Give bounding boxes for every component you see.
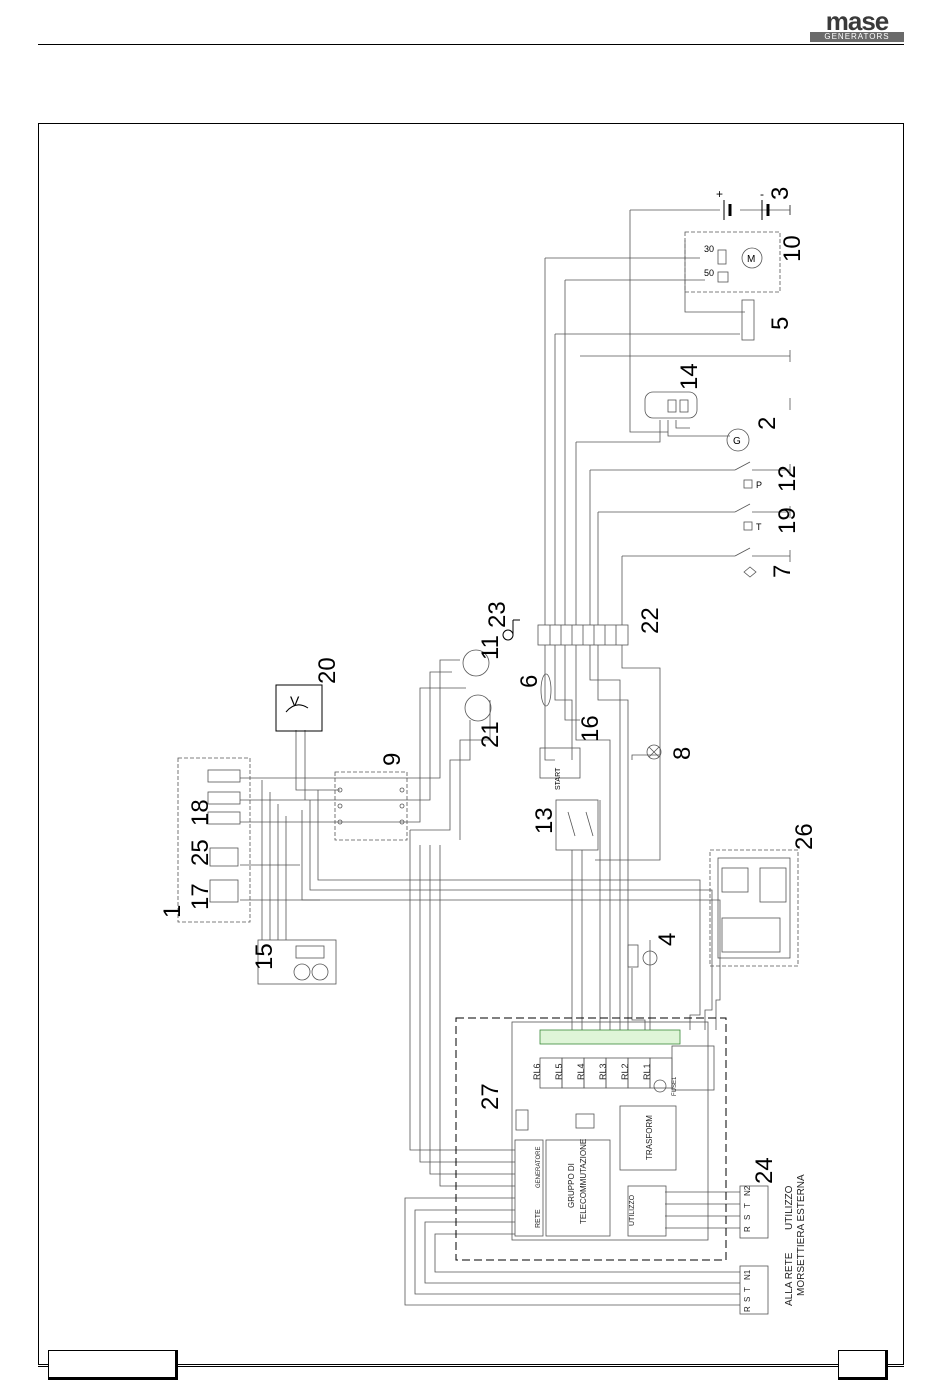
terminal-s-in: S: [743, 1297, 752, 1302]
callout-8: 8: [669, 747, 696, 760]
terminal-t-in: T: [743, 1287, 752, 1292]
callout-24: 24: [751, 1157, 778, 1184]
callout-20: 20: [314, 657, 341, 684]
callout-15: 15: [251, 943, 278, 970]
circuit-breaker-9: [335, 772, 407, 840]
starter-terminal-30: 30: [704, 244, 714, 254]
callout-16: 16: [577, 715, 604, 742]
rl4-label: RL4: [576, 1063, 586, 1080]
group-label-line1: GRUPPO DI: [567, 1163, 576, 1208]
rl2-label: RL2: [620, 1063, 630, 1080]
terminal-n1: N1: [743, 1269, 752, 1280]
callout-6: 6: [516, 675, 543, 688]
switch-t-label: T: [756, 522, 762, 532]
rl1-label: RL1: [642, 1063, 652, 1080]
callout-7: 7: [769, 565, 796, 578]
morsettiera-label: MORSETTIERA ESTERNA: [796, 1174, 807, 1296]
rl3-label: RL3: [598, 1063, 608, 1080]
start-label: START: [555, 767, 562, 790]
terminal-t-out: T: [743, 1203, 752, 1208]
callout-26: 26: [791, 823, 818, 850]
battery-plus-label: +: [716, 187, 723, 201]
callout-3: 3: [767, 187, 794, 200]
terminal-r-out: R: [743, 1226, 752, 1232]
callout-11: 11: [477, 635, 504, 660]
callout-9: 9: [379, 753, 406, 766]
terminal-block-22: [538, 625, 628, 645]
starter-terminal-50: 50: [704, 268, 714, 278]
switch-p-label: P: [756, 480, 762, 490]
socket-21: [465, 695, 491, 721]
callout-25: 25: [187, 839, 214, 866]
voltmeter-label: V: [290, 693, 300, 709]
generatore-label: GENERATORE: [536, 1147, 542, 1188]
relay-13: [556, 800, 598, 850]
callout-23: 23: [484, 601, 511, 628]
terminal-s-out: S: [743, 1215, 752, 1220]
starter-motor-symbol: [685, 232, 780, 292]
callout-4: 4: [654, 933, 681, 946]
callout-21: 21: [477, 721, 504, 748]
regulator-symbol: [645, 392, 697, 418]
rl5-label: RL5: [554, 1063, 564, 1080]
motor-symbol-label: M: [747, 254, 755, 265]
callout-22: 22: [637, 607, 664, 634]
group-label-line2: TELECOMMUTAZIONE: [579, 1139, 588, 1224]
callout-19: 19: [774, 507, 801, 534]
control-panel-26: [710, 850, 798, 966]
generator-symbol-label: G: [733, 436, 741, 447]
transformer-label: TRASFORM: [645, 1115, 654, 1160]
callout-27: 27: [477, 1083, 504, 1110]
utilizzo-title: UTILIZZO: [784, 1185, 795, 1230]
callout-5: 5: [767, 317, 794, 330]
lamp-8: [647, 745, 661, 759]
callout-1: 1: [159, 905, 186, 918]
transfer-board-27: [456, 1018, 726, 1260]
callout-10: 10: [779, 235, 806, 262]
utilizzo-block-label: UTILIZZO: [629, 1194, 636, 1226]
battery-minus-label: -: [760, 187, 764, 201]
fuse-label: FUSE1: [672, 1076, 678, 1096]
alla-rete-label: ALLA RETE: [784, 1252, 795, 1306]
callout-13: 13: [531, 807, 558, 834]
callout-14: 14: [676, 363, 703, 390]
terminal-n2: N2: [743, 1185, 752, 1196]
callout-12: 12: [774, 465, 801, 492]
solenoid-symbol: [742, 300, 754, 340]
callout-17: 17: [187, 883, 214, 910]
fuse-4: [628, 945, 657, 967]
callout-18: 18: [187, 799, 214, 826]
callout-2: 2: [754, 417, 781, 430]
terminal-r-in: R: [743, 1306, 752, 1312]
rete-label: RETE: [535, 1209, 542, 1228]
rl6-label: RL6: [532, 1063, 542, 1080]
